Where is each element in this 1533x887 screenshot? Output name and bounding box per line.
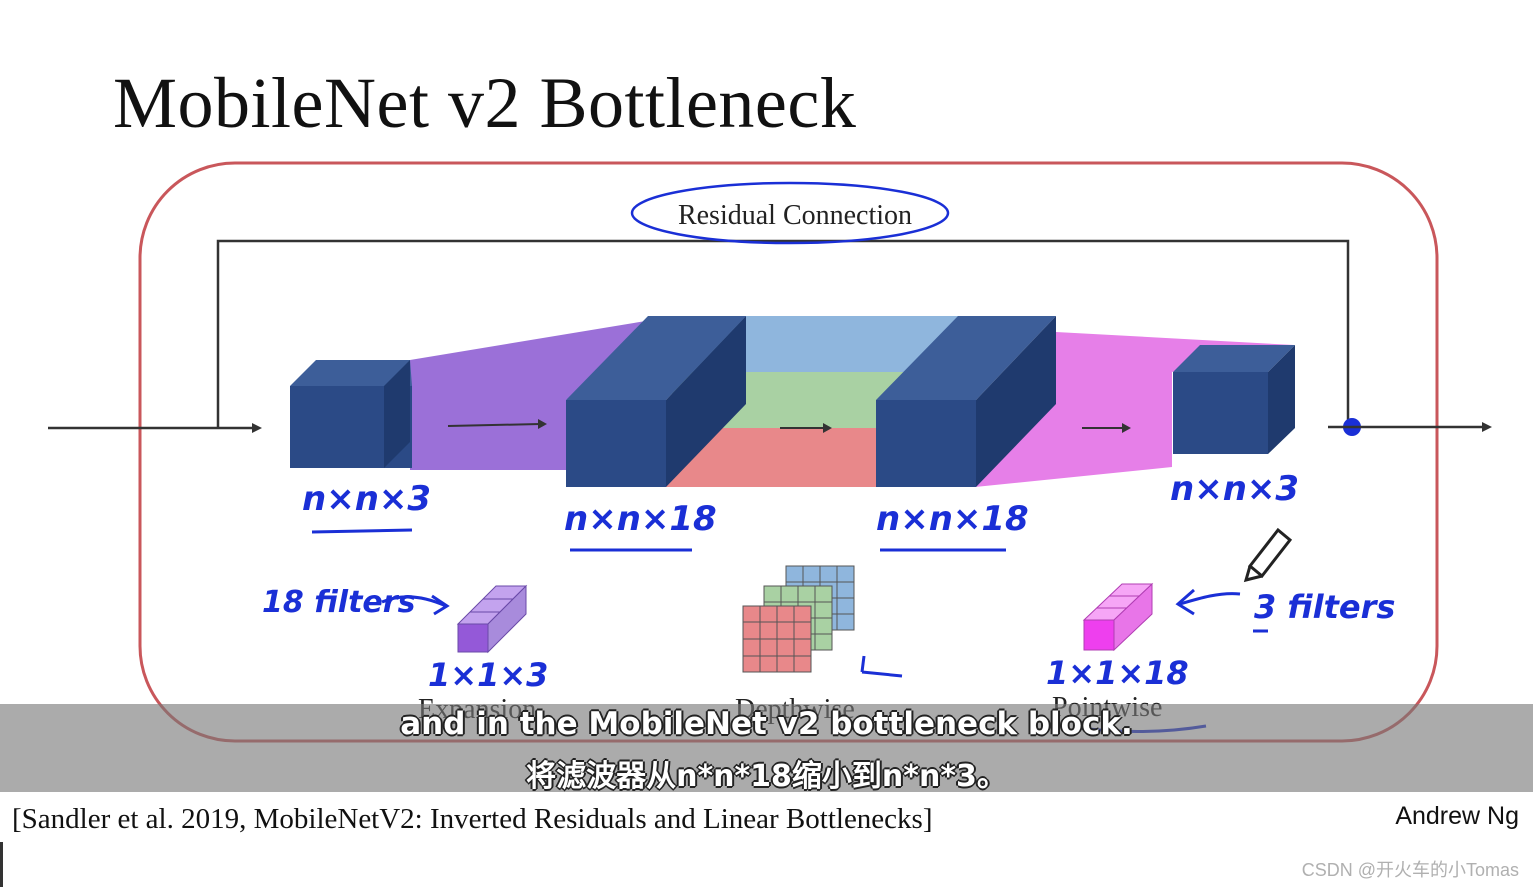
dim-depthwise-label: n×n×18 (876, 499, 1029, 539)
depthwise-block (876, 316, 1056, 487)
input-arrowhead (252, 423, 262, 433)
dim-output-label: n×n×3 (1170, 469, 1299, 509)
dim-input-label: n×n×3 (302, 479, 431, 519)
input-block (290, 360, 412, 468)
dim-expanded-label: n×n×18 (564, 499, 717, 539)
pointwise-filter-cube (1082, 582, 1154, 652)
output-arrowhead (1482, 422, 1492, 432)
residual-connection-line (216, 239, 1350, 428)
expansion-filters-note: 18 filters (262, 585, 415, 620)
residual-connection-label: Residual Connection (678, 200, 912, 231)
page-title: MobileNet v2 Bottleneck (113, 63, 857, 143)
pointwise-note-arrow (1179, 592, 1241, 606)
residual-label-circle (630, 181, 950, 245)
subtitle-english: and in the MobileNet v2 bottleneck block… (400, 706, 1133, 742)
citation: [Sandler et al. 2019, MobileNetV2: Inver… (12, 803, 933, 835)
subtitle-chinese: 将滤波器从n*n*18缩小到n*n*3。 (526, 759, 1007, 794)
depthwise-pointer-arrow (860, 655, 903, 678)
expansion-note-arrow (381, 595, 447, 608)
pen-cursor-icon (1243, 527, 1293, 583)
output-block (1173, 345, 1295, 454)
flow-arrows (447, 423, 1124, 429)
edge-divider (0, 842, 3, 887)
watermark: CSDN @开火车的小Tomas (1301, 860, 1519, 880)
pointwise-filter-size: 1×1×18 (1046, 654, 1189, 692)
subtitle-bar (0, 704, 1533, 792)
pointwise-filters-note: 3 filters (1254, 588, 1395, 626)
expansion-filter-size: 1×1×3 (428, 656, 548, 694)
depthwise-filter-stack (742, 565, 855, 673)
expansion-filter-cube (456, 584, 528, 654)
author-credit: Andrew Ng (1395, 802, 1519, 830)
expansion-fan (410, 316, 676, 470)
expanded-block (566, 316, 746, 487)
